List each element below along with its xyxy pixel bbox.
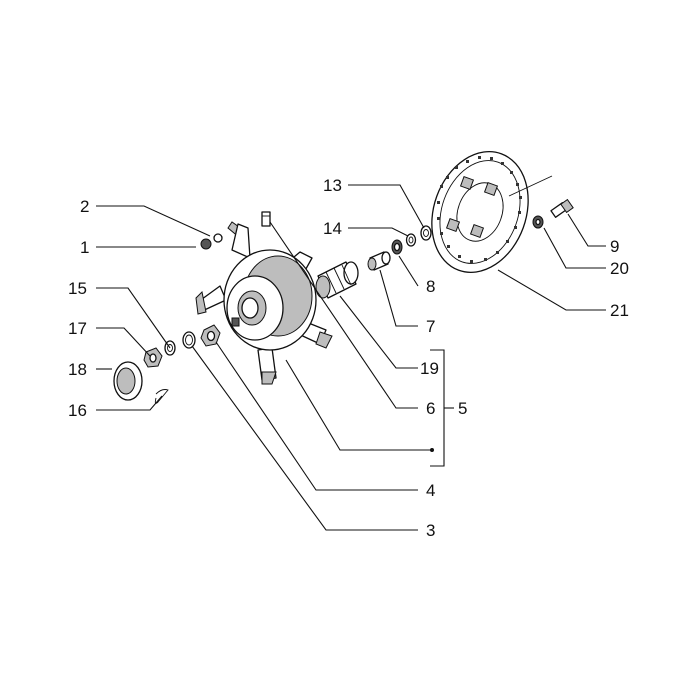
bearing-19 (315, 261, 359, 299)
spacer-7 (367, 251, 391, 271)
callout-2: 2 (80, 197, 89, 216)
callout-13: 13 (323, 176, 342, 195)
disc-bolt (550, 198, 574, 218)
callout-17: 17 (68, 319, 87, 338)
leader-dot (430, 448, 434, 452)
washer-8 (391, 239, 403, 255)
callout-15: 15 (68, 279, 87, 298)
axle-nut-4 (200, 324, 221, 347)
callout-3: 3 (426, 521, 435, 540)
callout-18: 18 (68, 360, 87, 379)
ring-14 (405, 233, 417, 247)
washer-13 (420, 225, 432, 241)
hub-cap-18 (113, 361, 143, 401)
callout-1: 1 (80, 238, 89, 257)
callout-6: 6 (426, 399, 435, 418)
wheel-hub (195, 221, 333, 385)
callout-5: 5 (458, 399, 467, 418)
circlip-3 (182, 331, 196, 349)
cotter-pin-16 (154, 389, 169, 404)
fastener-1 (200, 238, 212, 250)
callout-20: 20 (610, 259, 629, 278)
callout-7: 7 (426, 317, 435, 336)
leader-lines (96, 184, 606, 531)
callout-21: 21 (610, 301, 629, 320)
brake-disc (431, 151, 553, 273)
callout-19: 19 (420, 359, 439, 378)
callout-16: 16 (68, 401, 87, 420)
fastener-2 (213, 233, 223, 243)
stud-bolt (261, 211, 271, 227)
callout-4: 4 (426, 481, 435, 500)
callout-labels: 1 2 3 4 5 6 7 8 9 13 14 15 16 17 18 19 2… (68, 176, 629, 540)
castle-nut-17 (143, 347, 163, 368)
callout-9: 9 (610, 237, 619, 256)
disc-nut (532, 215, 544, 229)
callout-8: 8 (426, 277, 435, 296)
callout-14: 14 (323, 219, 342, 238)
